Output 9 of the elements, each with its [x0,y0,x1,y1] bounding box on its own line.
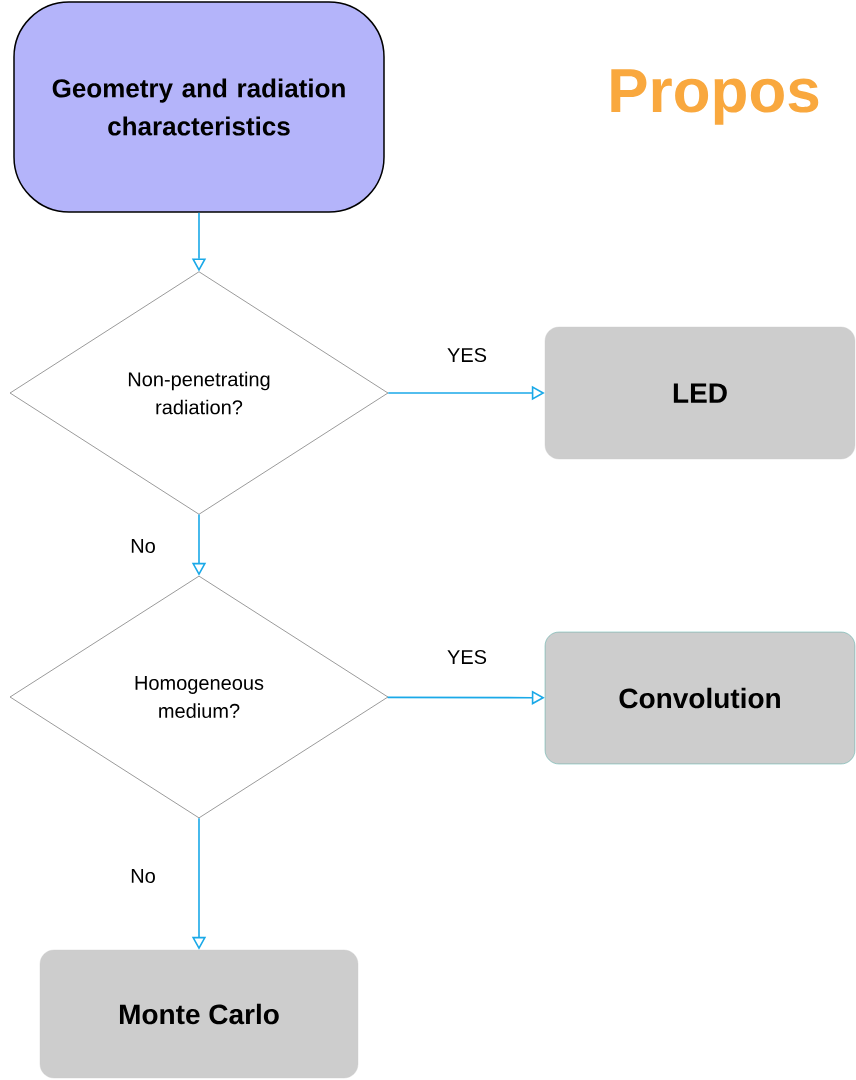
process-box: Monte Carlo [39,949,359,1079]
edge-label: No [128,867,158,885]
edge-label: YES [445,345,489,365]
edge-label: No [128,537,158,555]
process-box: LED [544,326,856,460]
title: Propos [611,69,819,125]
start-terminal: Geometry and radiation characteristics [13,1,385,213]
edge-label: YES [445,647,489,667]
process-box: Convolution [544,631,856,765]
